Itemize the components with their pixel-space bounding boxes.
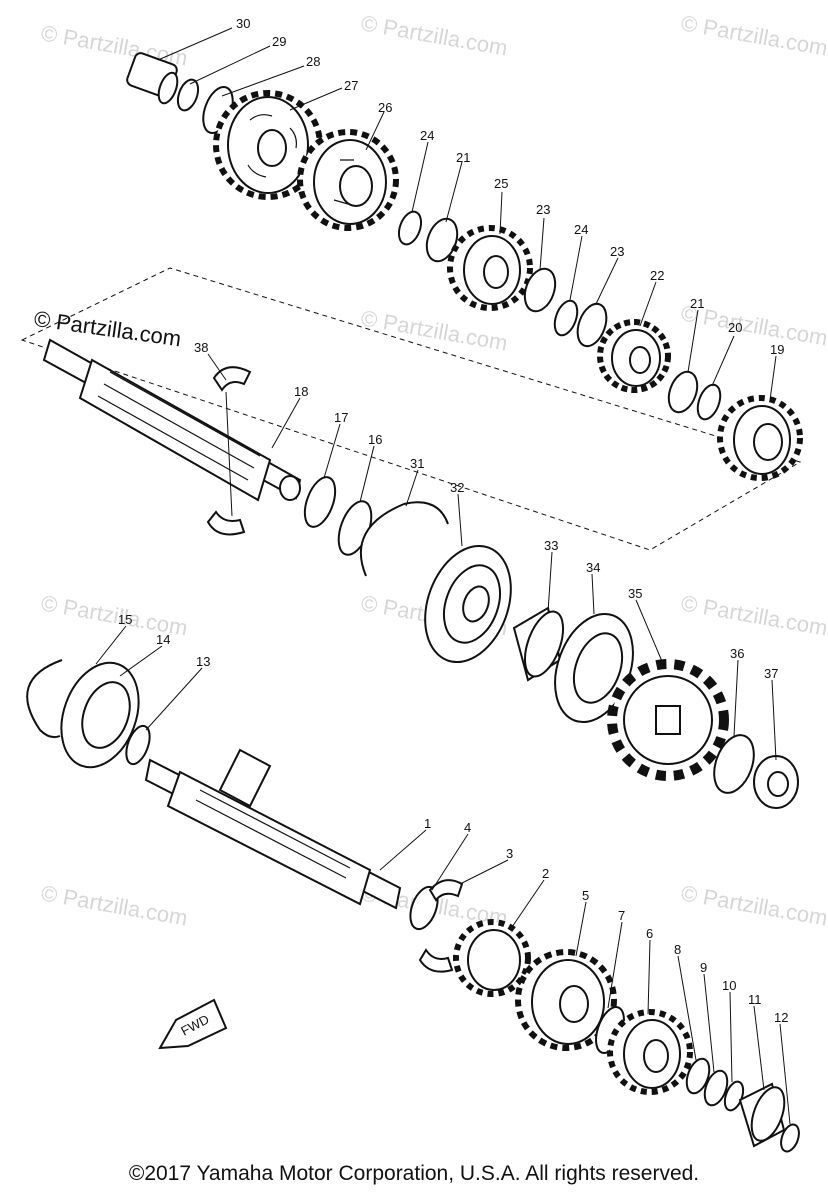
callout-labels: 30 29 28 27 26 24 21 25 23 24 23 22 21 2… [118,16,788,1025]
callout-38: 38 [194,340,208,355]
lock-washer-part-36 [713,734,755,794]
callout-21: 21 [690,296,704,311]
callout-17: 17 [334,410,348,425]
gear-part-6 [607,1009,693,1095]
group-outline-dashed [20,267,802,551]
callout-15: 15 [118,612,132,627]
callout-28: 28 [306,54,320,69]
watermark: © Partzilla.com [679,10,828,60]
drive-axle-part-18 [42,338,302,502]
leader-lines [95,27,791,1125]
callout-14: 14 [156,632,170,647]
watermark: © Partzilla.com [679,880,828,930]
collar-part-3 [428,879,464,902]
callout-32: 32 [450,480,464,495]
callout-21: 21 [456,150,470,165]
callout-10: 10 [722,978,736,993]
circlip-part-15 [26,659,63,739]
main-axle-part-1 [144,748,402,910]
circlip-part-31 [359,501,449,577]
circlip-part-29 [176,78,200,112]
copyright-notice: ©2017 Yamaha Motor Corporation, U.S.A. A… [128,1162,700,1185]
callout-31: 31 [410,456,424,471]
callout-26: 26 [378,100,392,115]
callout-23: 23 [536,202,550,217]
watermark: © Partzilla.com [359,10,509,60]
nut-part-37 [753,755,799,809]
collar-part-38 [206,510,246,536]
callout-13: 13 [196,654,210,669]
callout-6: 6 [646,926,653,941]
callout-24: 24 [420,128,434,143]
gear-part-19 [717,395,803,481]
callout-29: 29 [272,34,286,49]
callout-12: 12 [774,1010,788,1025]
bearing-part-32 [424,544,512,664]
collar-part-12 [780,1123,800,1153]
callout-24: 24 [574,222,588,237]
needle-bearing-part-30 [126,52,179,105]
callout-27: 27 [344,78,358,93]
washer-part-13 [125,724,151,766]
callout-25: 25 [494,176,508,191]
watermark: © Partzilla.com [359,305,509,355]
washer-part-9 [703,1069,729,1107]
callout-5: 5 [582,888,589,903]
callout-20: 20 [728,320,742,335]
callout-30: 30 [236,16,250,31]
callout-33: 33 [544,538,558,553]
gear-part-22 [597,319,671,393]
callout-34: 34 [586,560,600,575]
callout-9: 9 [700,960,707,975]
upper-gear-cluster [126,52,803,481]
washer-part-21 [667,370,699,414]
gear-part-5 [515,949,617,1051]
callout-35: 35 [628,586,642,601]
callout-23: 23 [610,244,624,259]
callout-3: 3 [506,846,513,861]
fwd-arrow-icon: FWD [158,998,228,1050]
gear-part-27 [213,90,323,200]
callout-19: 19 [770,342,784,357]
callout-7: 7 [618,908,625,923]
gear-part-26 [297,129,399,231]
callout-8: 8 [674,942,681,957]
washer-part-23 [523,267,557,313]
washer-part-17 [303,476,337,528]
gear-part-25 [447,225,533,311]
collar-part-38 [212,366,252,392]
callout-4: 4 [464,820,471,835]
callout-1: 1 [424,816,431,831]
callout-36: 36 [730,646,744,661]
callout-2: 2 [542,866,549,881]
callout-11: 11 [748,992,762,1007]
watermarks: © Partzilla.com © Partzilla.com © Partzi… [39,10,828,930]
gear-part-2 [453,919,531,997]
watermark: © Partzilla.com [679,590,828,640]
callout-18: 18 [294,384,308,399]
bearing-part-11 [738,1082,786,1148]
bearing-part-8 [685,1057,711,1095]
circlip-part-24 [397,210,423,246]
collar-part-3 [418,948,454,973]
circlip-part-20 [696,383,722,421]
washer-part-23 [576,302,608,348]
callout-37: 37 [764,666,778,681]
callout-22: 22 [650,268,664,283]
sprocket-part-35 [607,659,729,781]
circlip-part-24 [553,299,579,337]
bearing-part-14 [60,661,140,769]
watermark: © Partzilla.com [39,880,189,930]
callout-16: 16 [368,432,382,447]
